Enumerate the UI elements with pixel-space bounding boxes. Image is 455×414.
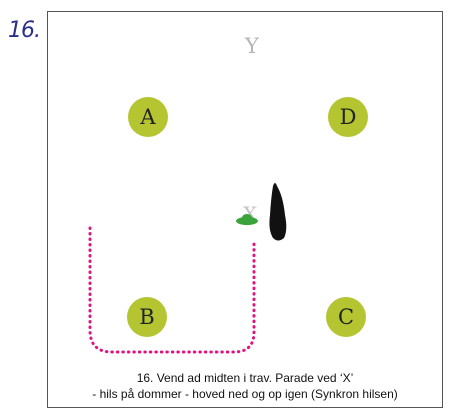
horse-icon [269, 183, 287, 241]
step-number: 16. [8, 18, 41, 43]
marker-d: D [328, 97, 368, 137]
marker-c: C [326, 297, 366, 337]
marker-b-label: B [139, 305, 155, 329]
marker-b: B [127, 297, 167, 337]
marker-a: A [128, 97, 168, 137]
caption-line-1: 16. Vend ad midten i trav. Parade ved ‘X… [136, 371, 354, 385]
dressage-arena [47, 11, 443, 408]
marker-d-label: D [339, 105, 357, 129]
halt-point-icon [236, 214, 258, 225]
instruction-caption: 16. Vend ad midten i trav. Parade ved ‘X… [48, 370, 442, 402]
route-path [88, 226, 256, 354]
marker-c-label: C [337, 305, 355, 329]
caption-line-2: - hils på dommer - hoved ned og op igen … [92, 387, 398, 401]
marker-a-label: A [140, 105, 156, 129]
letter-y: Y [245, 34, 259, 58]
